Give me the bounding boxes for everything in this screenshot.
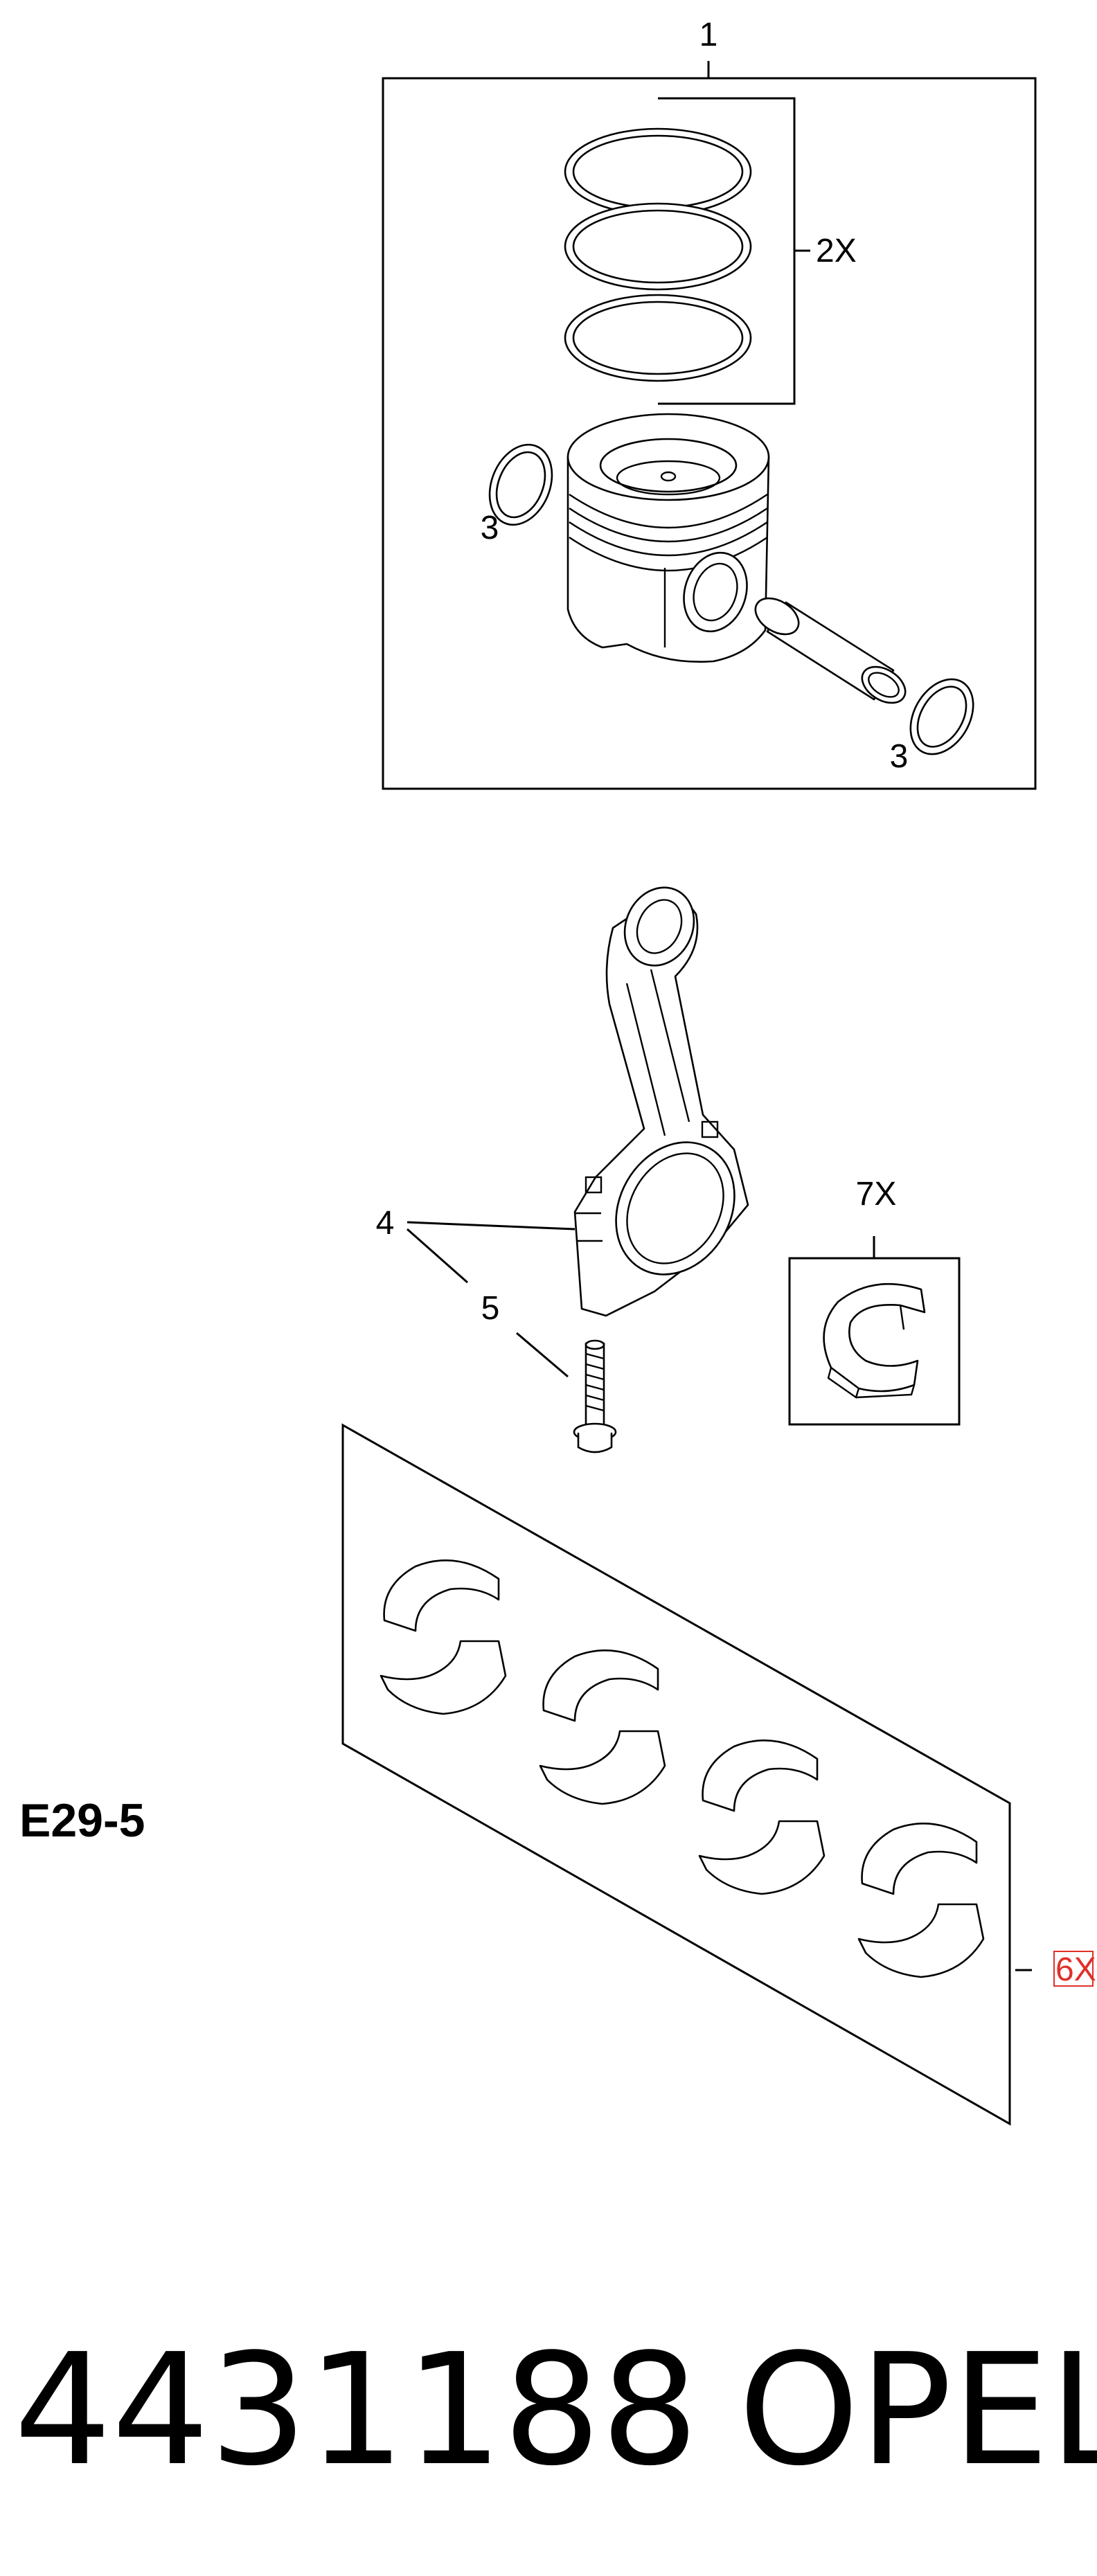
piston-pin: [754, 597, 907, 704]
main-bearing-1: [380, 1559, 507, 1715]
callout-3b: 3: [890, 738, 909, 775]
circlip-right: [909, 678, 974, 755]
main-bearing-2: [539, 1649, 666, 1805]
part-number: 4431188: [14, 2321, 699, 2500]
brand-name: OPEL: [738, 2321, 1097, 2500]
circlip-left: [488, 443, 553, 526]
connecting-rod: [573, 886, 749, 1317]
main-bearing-4: [857, 1823, 985, 1978]
piston: [567, 413, 770, 663]
callout-4: 4: [376, 1205, 395, 1242]
diagram-code: E29-5: [19, 1794, 145, 1847]
callout-5: 5: [481, 1290, 500, 1327]
piston-kit-group: 1 2X 3: [382, 17, 1037, 790]
callout-2: 2X: [816, 233, 857, 269]
main-bearing-3: [698, 1739, 826, 1895]
callout-7: 7X: [856, 1176, 897, 1213]
conrod-bearing-group: 7X: [788, 1176, 961, 1426]
conrod-bearing-frame: [788, 1257, 961, 1426]
callout-6: 6X: [1055, 1951, 1096, 1988]
callout-1: 1: [699, 17, 718, 53]
callout-3a: 3: [481, 510, 499, 546]
piston-rings: [564, 127, 752, 382]
main-bearings-frame: [341, 1423, 1011, 2126]
rod-bolt: [573, 1339, 617, 1454]
main-bearings-group: 6X: [341, 1423, 1096, 2126]
callout-6-highlight: [1053, 1951, 1094, 1987]
